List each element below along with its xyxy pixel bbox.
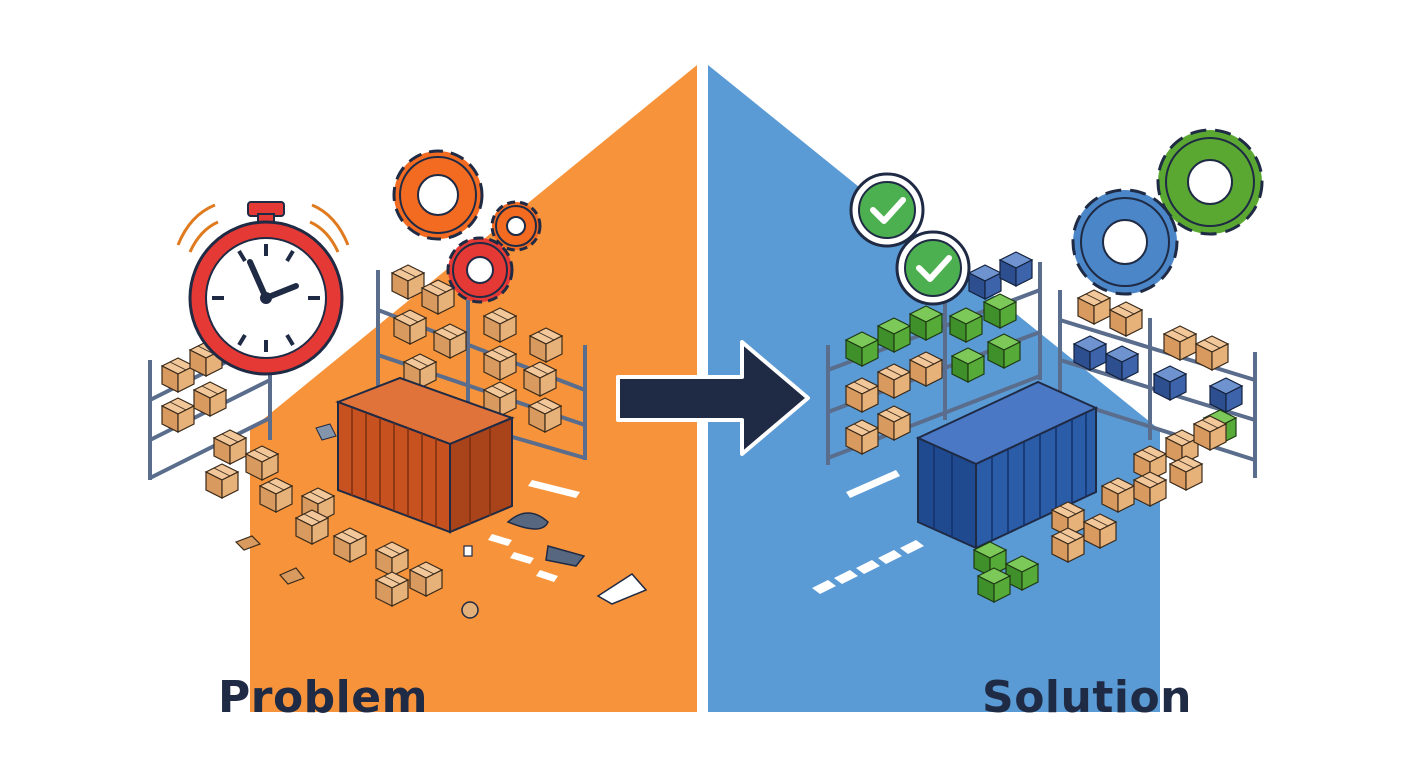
shelving-rack-icon bbox=[826, 251, 1042, 465]
debris bbox=[234, 423, 648, 619]
lane-marks bbox=[488, 480, 580, 582]
gear-icon bbox=[446, 236, 514, 304]
solution-panel bbox=[708, 65, 1160, 712]
shipping-container-icon bbox=[335, 376, 515, 534]
check-badge-icon bbox=[895, 230, 971, 306]
gear-icon bbox=[1071, 188, 1179, 296]
lane-marks bbox=[812, 470, 924, 594]
gear-icon bbox=[490, 200, 542, 252]
gear-icon bbox=[392, 149, 484, 241]
check-badge-icon bbox=[849, 172, 925, 248]
shipping-container-icon bbox=[915, 380, 1099, 550]
problem-label: Problem bbox=[218, 672, 428, 723]
stopwatch-icon bbox=[176, 201, 350, 376]
solution-label: Solution bbox=[982, 672, 1192, 723]
gear-icon bbox=[1156, 128, 1264, 236]
arrow-right-icon bbox=[616, 340, 810, 456]
shelving-rack-icon bbox=[1058, 289, 1257, 478]
